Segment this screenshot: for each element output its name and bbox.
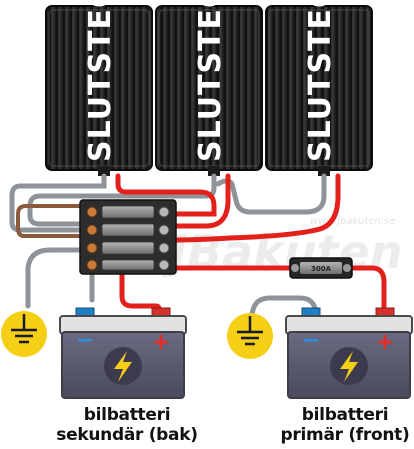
positive-cable-to-primary [169, 265, 387, 315]
positive-terminal-mark: + [376, 330, 394, 355]
positive-terminal-mark: + [152, 330, 170, 355]
fuse-row-3 [86, 241, 170, 255]
caption-line-1: bilbatteri [301, 405, 389, 425]
fuse-row-1 [86, 205, 170, 219]
positive-cable-to-secondary [119, 267, 163, 317]
ground-cables-brown [16, 204, 88, 238]
amplifier-3: SLUTSTEG [265, 0, 373, 176]
battery-secondary-caption: bilbatteri sekundär (bak) [52, 405, 202, 445]
amplifier-1: SLUTSTEG [45, 0, 153, 176]
fuse-block [79, 199, 177, 275]
amplifier-label: SLUTSTEG [83, 0, 118, 162]
amplifier-2: SLUTSTEG [155, 0, 263, 176]
battery-primary-caption: bilbatteri primär (front) [270, 405, 414, 445]
negative-terminal-mark: − [76, 328, 94, 353]
ground-icon [227, 313, 273, 359]
battery-primary: − + [285, 307, 413, 399]
battery-secondary: − + [59, 307, 187, 399]
caption-line-2: sekundär (bak) [56, 425, 198, 445]
caption-line-2: primär (front) [280, 425, 410, 445]
fuse-icon: 300A [289, 257, 353, 279]
watermark-url: www.jbakuten.se [310, 216, 395, 227]
positive-cable-amp1 [115, 173, 217, 217]
amplifier-label: SLUTSTEG [193, 0, 228, 162]
negative-terminal-mark: − [302, 328, 320, 353]
ground-cable-amp3 [215, 173, 327, 215]
fuse-row-4 [86, 259, 170, 271]
ground-cable-primary-ground [249, 295, 319, 321]
ground-cable-bus-to-ground [25, 247, 89, 309]
ground-icon [1, 311, 47, 357]
lightning-icon [104, 347, 142, 385]
caption-line-1: bilbatteri [83, 405, 171, 425]
positive-cable-amp2 [169, 173, 231, 229]
fuse-rating: 300A [311, 265, 332, 273]
amplifier-label: SLUTSTEG [303, 0, 338, 162]
brown-cable [16, 204, 88, 238]
lightning-icon [330, 347, 368, 385]
positive-cable-amp3 [169, 173, 341, 243]
fuse-row-2 [86, 223, 170, 237]
